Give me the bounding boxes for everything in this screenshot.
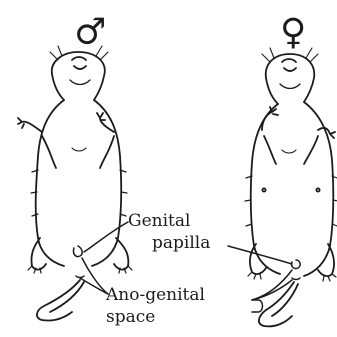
male-symbol: ♂	[74, 12, 106, 53]
female-symbol: ♀	[280, 12, 306, 53]
anogenital-label-line1: Ano-genital	[105, 285, 205, 305]
genital-label-line2: papilla	[152, 233, 210, 253]
anogenital-label-line2: space	[106, 307, 155, 327]
female-mouse-illustration	[245, 48, 337, 326]
genital-label-line1: Genital	[128, 211, 190, 231]
male-mouse-illustration	[18, 46, 132, 321]
